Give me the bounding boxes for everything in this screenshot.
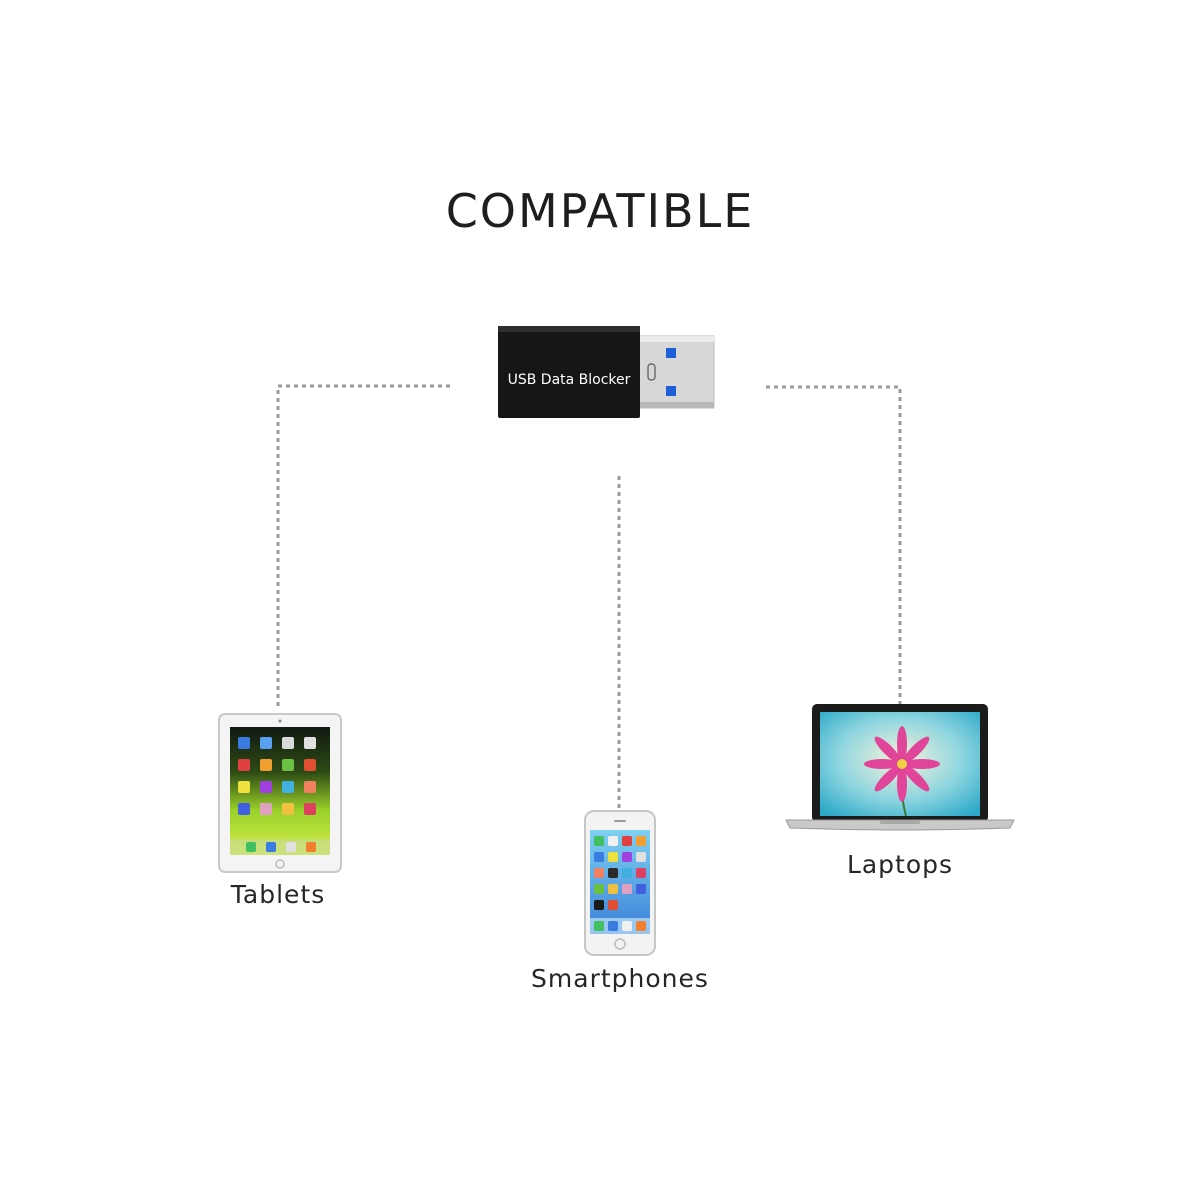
tablets-label: Tablets: [230, 880, 326, 909]
laptop-icon: [785, 704, 1015, 831]
connector-tablet: [276, 384, 450, 710]
laptops-label: Laptops: [846, 850, 954, 879]
page-title: COMPATIBLE: [445, 184, 755, 238]
smartphone-icon: [584, 810, 656, 956]
smartphones-label: Smartphones: [531, 964, 709, 993]
blocker-label: USB Data Blocker: [508, 372, 631, 388]
tablet-icon: [218, 713, 342, 873]
connector-laptop: [766, 385, 902, 705]
usb-data-blocker-icon: USB Data Blocker: [498, 326, 715, 418]
